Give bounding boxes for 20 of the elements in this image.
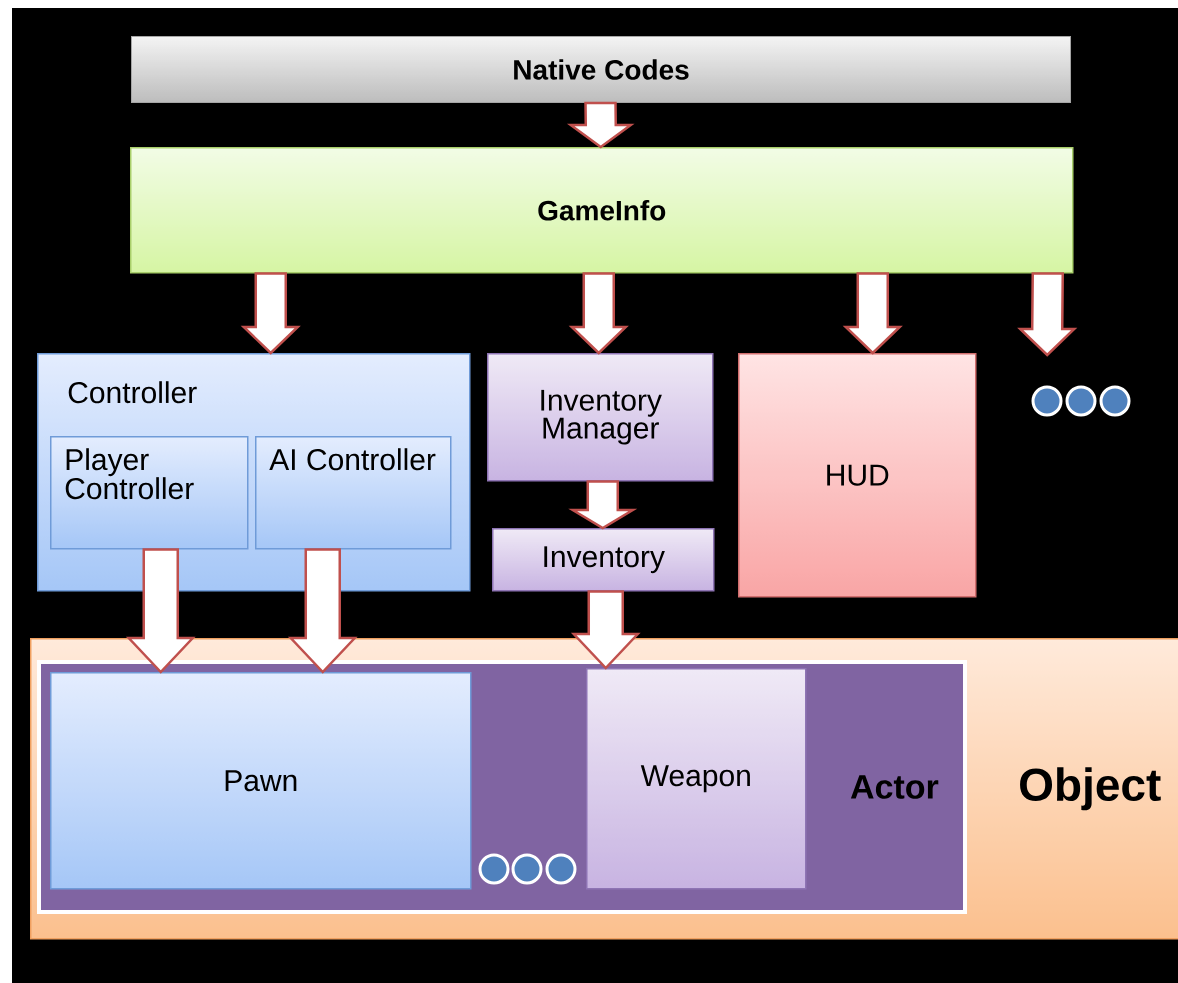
block-arrow xyxy=(566,101,635,149)
ellipsis-dots xyxy=(1031,385,1131,417)
block-arrow xyxy=(568,480,638,530)
class-box: Player Controller xyxy=(50,436,249,550)
class-box: HUD xyxy=(738,353,977,598)
block-arrow xyxy=(568,272,629,355)
block-arrow xyxy=(287,548,358,674)
block-arrow xyxy=(1017,272,1078,357)
class-box: Inventory Manager xyxy=(487,353,714,482)
block-arrow xyxy=(240,272,301,355)
block-arrow xyxy=(570,590,641,670)
class-box: AI Controller xyxy=(255,436,452,550)
block-arrow xyxy=(842,272,903,355)
bar: Native Codes xyxy=(131,36,1071,103)
class-box: GameInfo xyxy=(130,147,1074,274)
class-box: Inventory xyxy=(492,528,715,592)
class-box: Weapon xyxy=(586,668,807,890)
class-box: Pawn xyxy=(50,672,472,890)
block-arrow xyxy=(125,548,196,674)
ellipsis-dots xyxy=(478,853,577,885)
